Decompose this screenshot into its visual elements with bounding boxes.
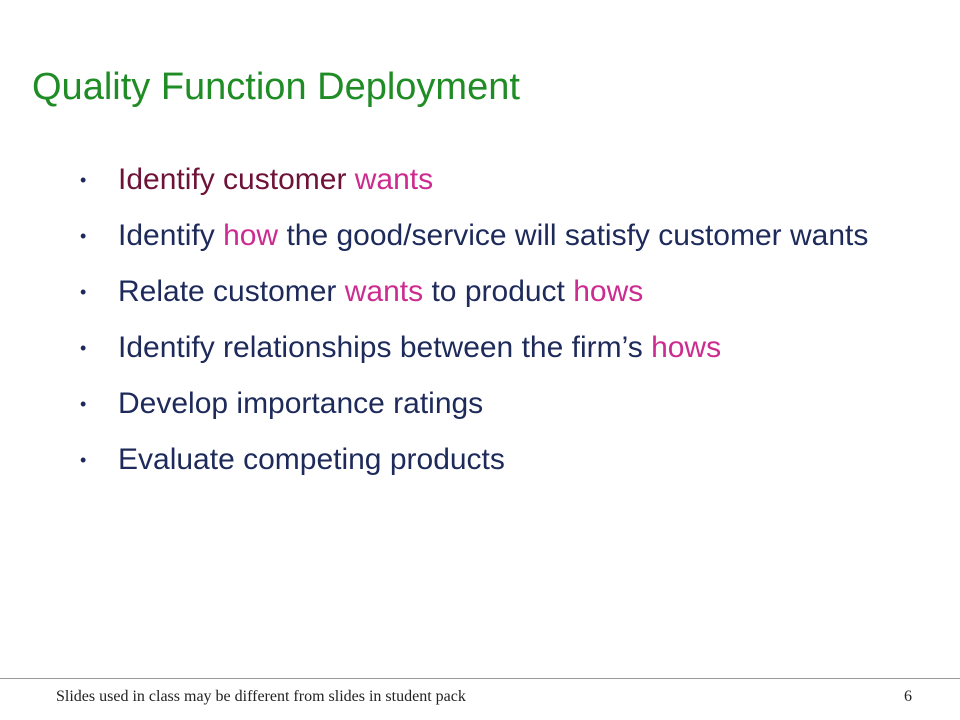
bullet-item: • Identify how the good/service will sat… bbox=[80, 216, 928, 256]
bullet-text-segment: to product bbox=[423, 275, 574, 308]
footer-divider bbox=[0, 678, 960, 679]
bullet-dot-icon: • bbox=[80, 170, 87, 190]
bullet-item: • Develop importance ratings bbox=[80, 384, 928, 424]
bullet-item: • Evaluate competing products bbox=[80, 440, 928, 480]
bullet-text-segment: Identify customer bbox=[118, 163, 355, 196]
bullet-text-segment: Relate customer bbox=[118, 275, 345, 308]
bullet-dot-icon: • bbox=[80, 394, 87, 414]
bullet-dot-icon: • bbox=[80, 226, 87, 246]
footer-note: Slides used in class may be different fr… bbox=[56, 688, 466, 705]
bullet-highlight-segment: hows bbox=[651, 331, 722, 364]
bullet-text-segment: Evaluate competing products bbox=[118, 443, 505, 476]
bullet-dot-icon: • bbox=[80, 282, 87, 302]
bullet-dot-icon: • bbox=[80, 450, 87, 470]
bullet-highlight-segment: wants bbox=[354, 163, 434, 196]
bullet-text-segment: Develop importance ratings bbox=[118, 387, 484, 420]
page-number: 6 bbox=[904, 688, 912, 705]
bullet-dot-icon: • bbox=[80, 338, 87, 358]
bullet-text-segment: Identify relationships between the firm’… bbox=[118, 331, 652, 364]
bullet-highlight-segment: how bbox=[223, 219, 279, 252]
bullet-list: • Identify customer wants • Identify how… bbox=[80, 160, 928, 496]
bullet-highlight-segment: hows bbox=[573, 275, 644, 308]
slide-title: Quality Function Deployment bbox=[32, 66, 520, 108]
bullet-item: • Identify customer wants bbox=[80, 160, 928, 200]
bullet-item: • Identify relationships between the fir… bbox=[80, 328, 928, 368]
bullet-text-segment: the good/service will satisfy customer w… bbox=[278, 219, 869, 252]
bullet-highlight-segment: wants bbox=[344, 275, 424, 308]
bullet-item: • Relate customer wants to product hows bbox=[80, 272, 928, 312]
bullet-text-segment: Identify bbox=[118, 219, 224, 252]
